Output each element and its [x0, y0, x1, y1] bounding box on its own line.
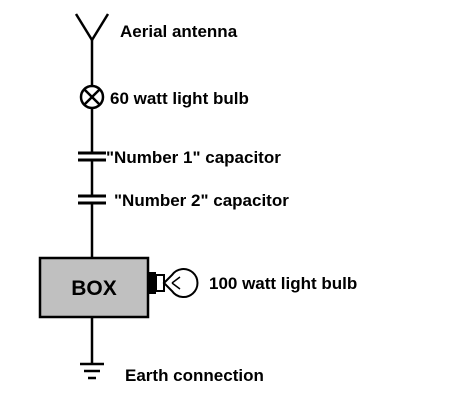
bulb-100-label: 100 watt light bulb — [209, 274, 357, 293]
capacitor-2-label: "Number 2" capacitor — [114, 191, 289, 210]
capacitor-2-icon — [78, 194, 106, 205]
bulb-60-label: 60 watt light bulb — [110, 89, 249, 108]
antenna-icon — [74, 13, 110, 41]
lamp-60-icon — [79, 84, 105, 110]
antenna-label: Aerial antenna — [120, 22, 238, 41]
earth-ground-icon — [80, 362, 104, 380]
capacitor-1-icon — [78, 151, 106, 162]
earth-label: Earth connection — [125, 366, 264, 385]
capacitor-1-label: "Number 1" capacitor — [106, 148, 281, 167]
box-label: BOX — [71, 277, 117, 300]
bulb-100-icon — [148, 268, 199, 298]
